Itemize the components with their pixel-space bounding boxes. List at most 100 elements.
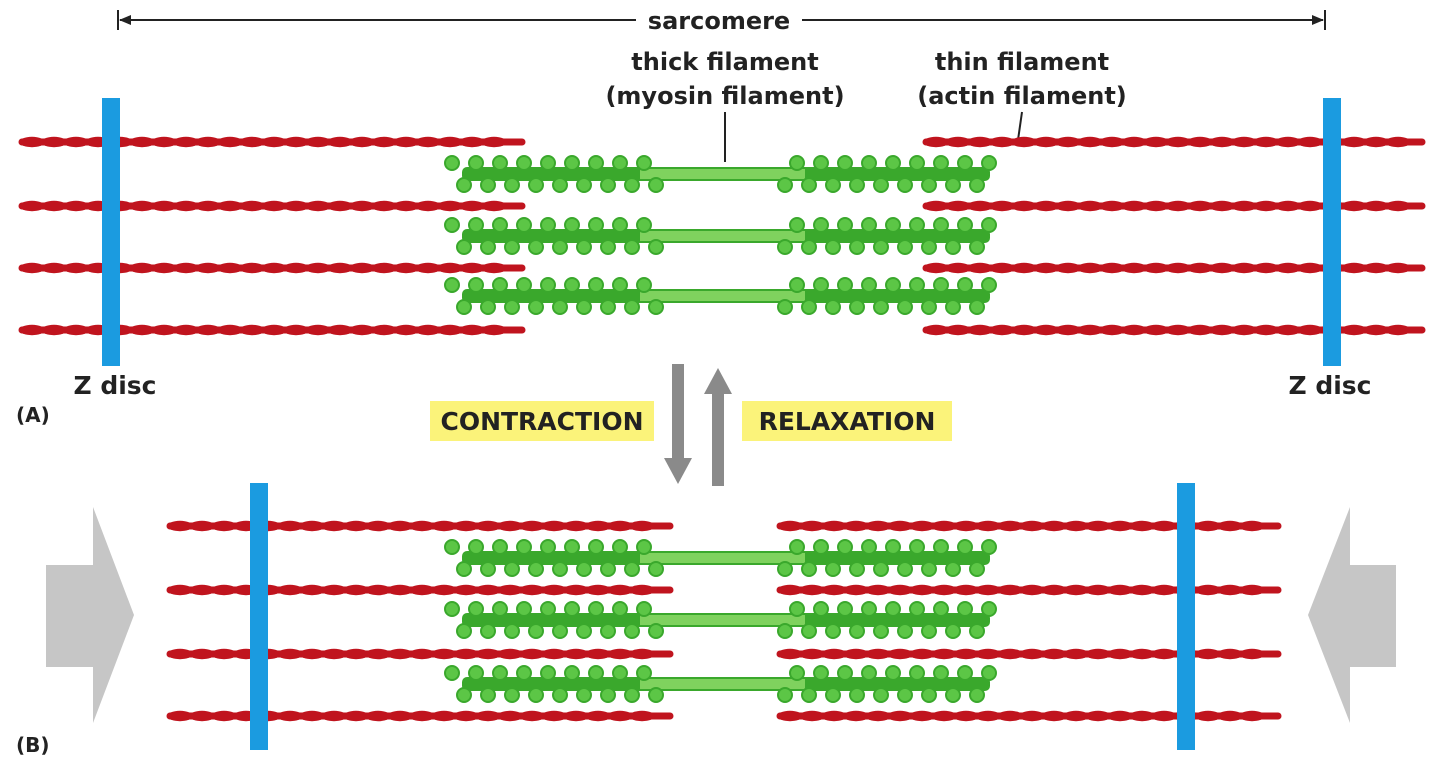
actin-bead — [365, 710, 391, 722]
actin-bead — [607, 584, 633, 596]
myosin-head — [777, 239, 793, 255]
actin-bead — [909, 584, 935, 596]
thick-filament-sublabel: (myosin filament) — [605, 82, 844, 110]
myosin-head — [969, 623, 985, 639]
actin-bead — [1143, 136, 1169, 148]
myosin-head — [837, 277, 853, 293]
actin-bead — [1063, 584, 1089, 596]
actin-bead — [953, 584, 979, 596]
actin-bead — [1187, 200, 1213, 212]
actin-bead — [371, 262, 397, 274]
actin-bead — [327, 200, 353, 212]
actin-bead — [437, 200, 463, 212]
relaxation-label-box: RELAXATION — [742, 401, 952, 441]
actin-filament — [18, 136, 526, 148]
myosin-head — [933, 277, 949, 293]
myosin-head — [825, 177, 841, 193]
myosin-head — [969, 561, 985, 577]
actin-filament — [166, 584, 674, 596]
myosin-head — [492, 155, 508, 171]
myosin-head — [969, 299, 985, 315]
actin-bead — [217, 324, 243, 336]
myosin-head — [861, 539, 877, 555]
actin-filament — [18, 262, 526, 274]
myosin-head — [933, 665, 949, 681]
actin-bead — [409, 648, 435, 660]
actin-bead — [931, 648, 957, 660]
actin-bead — [1231, 200, 1257, 212]
myosin-head — [885, 155, 901, 171]
actin-bead — [1143, 262, 1169, 274]
actin-bead — [349, 262, 375, 274]
actin-bead — [1019, 520, 1045, 532]
myosin-head — [636, 665, 652, 681]
actin-bead — [1041, 648, 1067, 660]
actin-bead — [431, 648, 457, 660]
actin-bead — [129, 200, 155, 212]
myosin-head — [504, 299, 520, 315]
myosin-head — [636, 539, 652, 555]
actin-bead — [299, 648, 325, 660]
myosin-head — [600, 561, 616, 577]
actin-bead — [195, 324, 221, 336]
actin-bead — [975, 710, 1001, 722]
myosin-head — [468, 601, 484, 617]
myosin-head — [933, 601, 949, 617]
actin-bead — [19, 324, 45, 336]
myosin-head — [444, 277, 460, 293]
myosin-filament — [444, 155, 997, 193]
actin-bead — [371, 200, 397, 212]
actin-bead — [349, 136, 375, 148]
actin-bead — [967, 200, 993, 212]
actin-bead — [321, 520, 347, 532]
actin-bead — [865, 584, 891, 596]
actin-bead — [211, 710, 237, 722]
actin-bead — [299, 710, 325, 722]
actin-bead — [563, 710, 589, 722]
actin-bead — [821, 520, 847, 532]
actin-bead — [1165, 200, 1191, 212]
actin-bead — [585, 584, 611, 596]
actin-filament — [776, 520, 1282, 532]
actin-bead — [415, 200, 441, 212]
actin-bead — [1217, 584, 1243, 596]
actin-bead — [799, 710, 825, 722]
actin-bead — [799, 520, 825, 532]
actin-bead — [1099, 136, 1125, 148]
actin-bead — [431, 584, 457, 596]
myosin-head — [600, 687, 616, 703]
actin-bead — [997, 520, 1023, 532]
actin-bead — [1143, 200, 1169, 212]
myosin-head — [837, 601, 853, 617]
myosin-head — [849, 299, 865, 315]
actin-filament — [922, 324, 1426, 336]
actin-bead — [563, 520, 589, 532]
actin-bead — [327, 136, 353, 148]
myosin-head — [528, 687, 544, 703]
actin-bead — [283, 200, 309, 212]
actin-bead — [1055, 200, 1081, 212]
actin-bead — [371, 324, 397, 336]
actin-bead — [1187, 262, 1213, 274]
actin-bead — [41, 262, 67, 274]
myosin-head — [981, 665, 997, 681]
actin-bead — [1099, 262, 1125, 274]
myosin-head — [480, 687, 496, 703]
actin-bead — [437, 324, 463, 336]
actin-bead — [1231, 262, 1257, 274]
actin-bead — [261, 324, 287, 336]
myosin-head — [981, 217, 997, 233]
actin-bead — [437, 136, 463, 148]
actin-bead — [173, 136, 199, 148]
actin-bead — [1239, 648, 1265, 660]
actin-filament — [922, 136, 1426, 148]
actin-bead — [1121, 262, 1147, 274]
myosin-head — [576, 687, 592, 703]
myosin-head — [600, 623, 616, 639]
actin-bead — [393, 200, 419, 212]
actin-bead — [453, 648, 479, 660]
myosin-head — [564, 665, 580, 681]
actin-bead — [1165, 324, 1191, 336]
myosin-head — [789, 601, 805, 617]
actin-bead — [393, 136, 419, 148]
